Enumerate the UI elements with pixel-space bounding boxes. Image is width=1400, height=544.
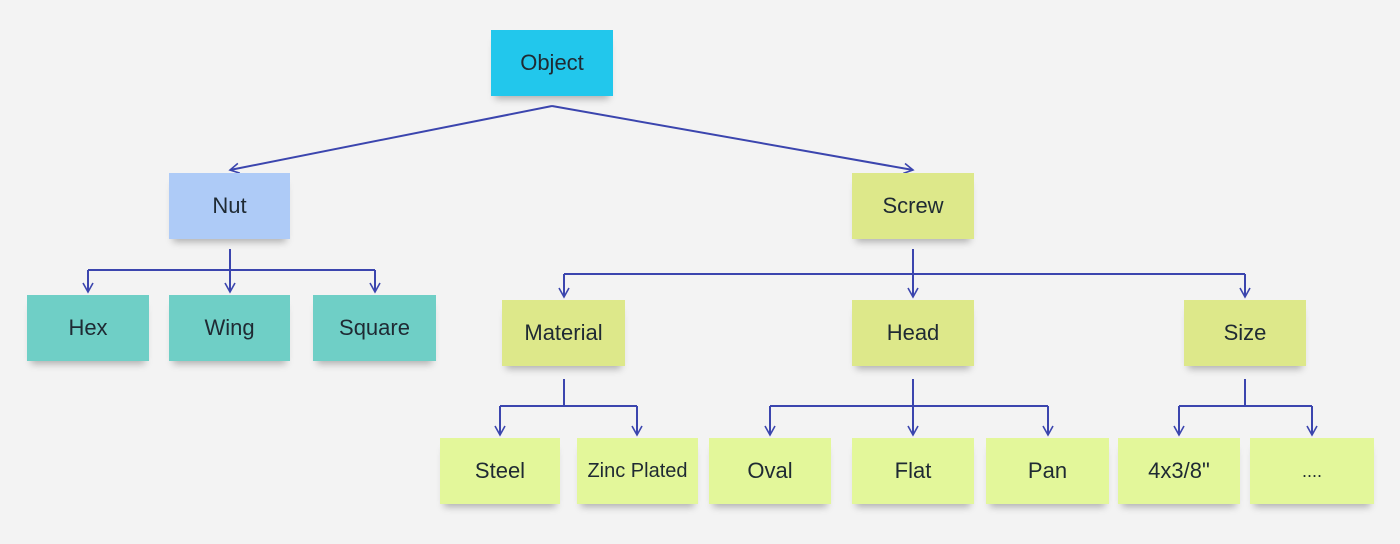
node-head-label: Head bbox=[886, 320, 940, 345]
node-zinc-plated-label: Zinc Plated bbox=[587, 459, 688, 482]
node-oval-label: Oval bbox=[747, 458, 793, 483]
node-oval[interactable]: Oval bbox=[709, 438, 831, 504]
node-screw-label: Screw bbox=[882, 193, 944, 218]
node-size-4x3-8-label: 4x3/8" bbox=[1148, 458, 1210, 483]
node-size-4x3-8[interactable]: 4x3/8" bbox=[1118, 438, 1240, 504]
edges-material-children bbox=[494, 379, 643, 437]
node-screw[interactable]: Screw bbox=[852, 173, 974, 239]
node-size[interactable]: Size bbox=[1184, 300, 1306, 366]
edges-nut-children bbox=[82, 249, 381, 294]
node-square-label: Square bbox=[339, 315, 410, 340]
node-material[interactable]: Material bbox=[502, 300, 625, 366]
node-wing-label: Wing bbox=[204, 315, 255, 340]
node-size-label: Size bbox=[1223, 320, 1267, 345]
node-more[interactable]: .... bbox=[1250, 438, 1374, 504]
node-more-label: .... bbox=[1301, 460, 1322, 481]
node-flat[interactable]: Flat bbox=[852, 438, 974, 504]
edge-object-nut bbox=[228, 105, 553, 174]
node-hex-label: Hex bbox=[68, 315, 108, 340]
node-steel-label: Steel bbox=[474, 458, 526, 483]
node-square[interactable]: Square bbox=[313, 295, 436, 361]
node-pan-label: Pan bbox=[1027, 458, 1068, 483]
node-flat-label: Flat bbox=[894, 458, 932, 483]
edges-screw-children bbox=[558, 249, 1251, 299]
node-zinc-plated[interactable]: Zinc Plated bbox=[577, 438, 698, 504]
node-nut-label: Nut bbox=[212, 193, 247, 218]
edges-head-children bbox=[764, 379, 1054, 437]
node-object[interactable]: Object bbox=[491, 30, 613, 96]
node-pan[interactable]: Pan bbox=[986, 438, 1109, 504]
node-object-label: Object bbox=[520, 50, 584, 75]
node-head[interactable]: Head bbox=[852, 300, 974, 366]
node-wing[interactable]: Wing bbox=[169, 295, 290, 361]
node-steel[interactable]: Steel bbox=[440, 438, 560, 504]
edge-object-screw bbox=[551, 105, 915, 175]
node-nut[interactable]: Nut bbox=[169, 173, 290, 239]
edges-size-children bbox=[1173, 379, 1318, 437]
node-hex[interactable]: Hex bbox=[27, 295, 149, 361]
node-material-label: Material bbox=[524, 320, 603, 345]
